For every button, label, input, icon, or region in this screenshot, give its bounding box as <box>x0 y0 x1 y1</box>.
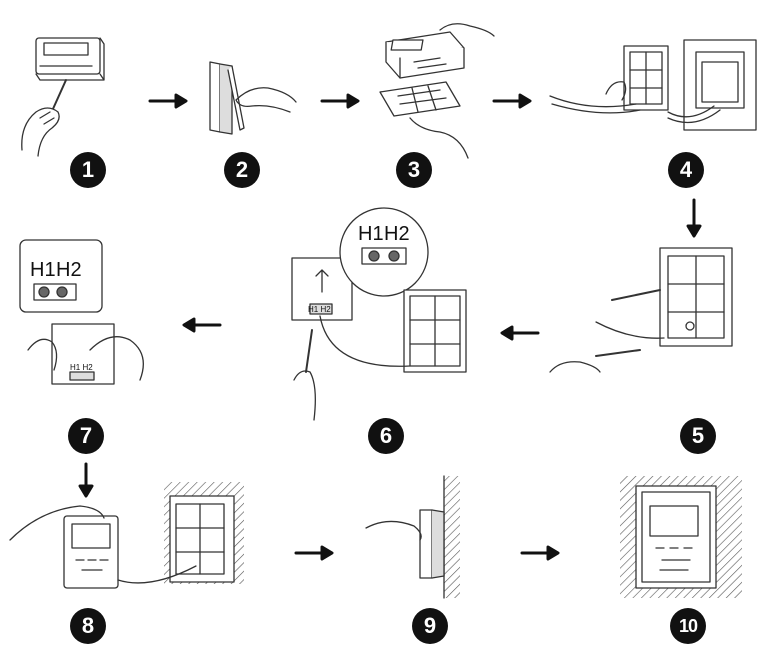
h2-label-step7: H2 <box>56 259 82 281</box>
arrow-7-to-8 <box>80 464 92 496</box>
arrow-6-to-7 <box>184 319 220 331</box>
step5-illustration <box>550 248 732 372</box>
h1-label-large: H1 <box>358 223 384 245</box>
step-badge-6: 6 <box>368 418 404 454</box>
step4-illustration <box>550 40 756 130</box>
h1-label-step7: H1 <box>30 259 56 281</box>
step7-illustration: H1 H2 H1 H2 <box>20 240 143 384</box>
step-badge-3: 3 <box>396 152 432 188</box>
h1h2-small-label-step6: H1 H2 <box>308 305 331 314</box>
step8-illustration <box>10 482 244 588</box>
h2-label-large: H2 <box>384 223 410 245</box>
step-badge-7: 7 <box>68 418 104 454</box>
step-badge-9: 9 <box>412 608 448 644</box>
arrow-5-to-6 <box>502 327 538 339</box>
arrow-2-to-3 <box>322 95 358 107</box>
step-badge-8: 8 <box>70 608 106 644</box>
arrow-9-to-10 <box>522 547 558 559</box>
arrow-3-to-4 <box>494 95 530 107</box>
step-badge-5: 5 <box>680 418 716 454</box>
arrow-8-to-9 <box>296 547 332 559</box>
step2-illustration <box>210 62 296 134</box>
step-badge-1: 1 <box>70 152 106 188</box>
arrow-4-to-5 <box>688 200 700 236</box>
h1h2-small-label-step7: H1 H2 <box>70 363 93 372</box>
step10-illustration <box>620 476 742 598</box>
step6-illustration: H1 H2 H1 H2 <box>292 208 466 420</box>
step-badge-4: 4 <box>668 152 704 188</box>
step-badge-10: 10 <box>670 608 706 644</box>
step-badge-2: 2 <box>224 152 260 188</box>
step3-illustration <box>380 24 494 158</box>
step1-illustration <box>22 38 104 156</box>
arrow-1-to-2 <box>150 95 186 107</box>
step9-illustration <box>366 476 460 598</box>
